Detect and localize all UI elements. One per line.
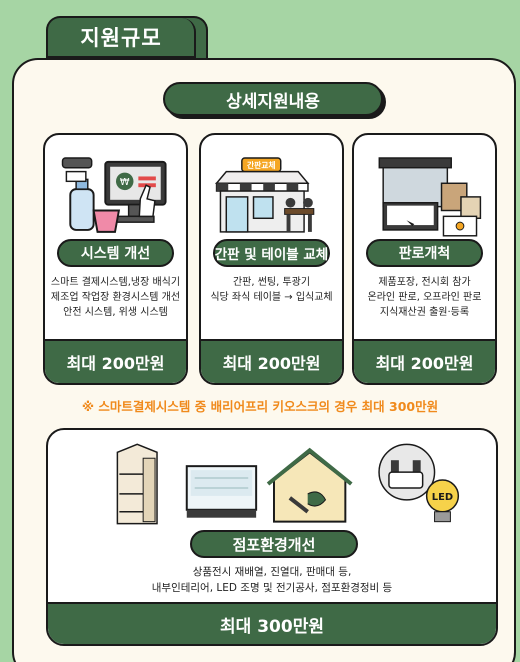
detail-heading-text: 상세지원내용 bbox=[226, 91, 320, 112]
card-store-label: 점포환경개선 bbox=[190, 530, 358, 558]
card-market-label: 판로개척 bbox=[366, 239, 483, 267]
store-environment-icons: LED bbox=[116, 443, 460, 525]
light-bulb-plug-icon: LED bbox=[378, 443, 460, 523]
card-sign-table: 간판교체 간판 및 테이블 교체 간판, 썬팅, 투광기 식당 좌식 테이블 →… bbox=[199, 133, 344, 385]
card-sign-label: 간판 및 테이블 교체 bbox=[213, 239, 330, 267]
card-market-development: 판로개척 제품포장, 전시회 참가 온라인 판로, 오프라인 판로 지식재산권 … bbox=[352, 133, 497, 385]
glass-display-case-icon bbox=[185, 465, 258, 518]
card-store-max: 최대 300만원 bbox=[48, 602, 496, 644]
card-store-environment: LED 점포환경개선 상품전시 재배열, 진열대, 판매대 등, 내부인테리어,… bbox=[46, 428, 498, 646]
kiosk-note: ※ 스마트결제시스템 중 배리어프리 키오스크의 경우 최대 300만원 bbox=[81, 399, 439, 414]
display-stand-icon bbox=[116, 443, 158, 525]
card-system-max: 최대 200만원 bbox=[45, 339, 186, 383]
section-tab-title: 지원규모 bbox=[80, 26, 162, 50]
card-system-improvement: ₩ 시스템 개선 스마트 결제시스템,냉장 배식기 제조업 작업장 환경시스템 … bbox=[43, 133, 188, 385]
products-screens-icon bbox=[378, 157, 482, 237]
card-sign-max: 최대 200만원 bbox=[201, 339, 342, 383]
card-system-desc: 스마트 결제시스템,냉장 배식기 제조업 작업장 환경시스템 개선 안전 시스템… bbox=[50, 277, 181, 318]
card-sign-desc: 간판, 썬팅, 투광기 식당 좌식 테이블 → 입식교체 bbox=[210, 277, 333, 303]
storefront-sign-text: 간판교체 bbox=[247, 160, 276, 170]
svg-text:₩: ₩ bbox=[120, 177, 130, 188]
card-store-desc: 상품전시 재배열, 진열대, 판매대 등, 내부인테리어, LED 조명 및 전… bbox=[151, 566, 393, 594]
house-tools-icon bbox=[266, 447, 353, 523]
card-system-label: 시스템 개선 bbox=[57, 239, 174, 267]
payment-kiosk-icon: ₩ bbox=[61, 157, 167, 233]
led-bulb-text: LED bbox=[432, 492, 453, 503]
detail-heading: 상세지원내용 bbox=[163, 82, 383, 116]
card-market-desc: 제품포장, 전시회 참가 온라인 판로, 오프라인 판로 지식재산권 출원·등록 bbox=[367, 277, 482, 318]
section-tab-inner: 지원규모 bbox=[48, 18, 196, 58]
storefront-icon: 간판교체 bbox=[215, 157, 315, 233]
section-tab: 지원규모 bbox=[46, 16, 208, 66]
card-market-max: 최대 200만원 bbox=[354, 339, 495, 383]
